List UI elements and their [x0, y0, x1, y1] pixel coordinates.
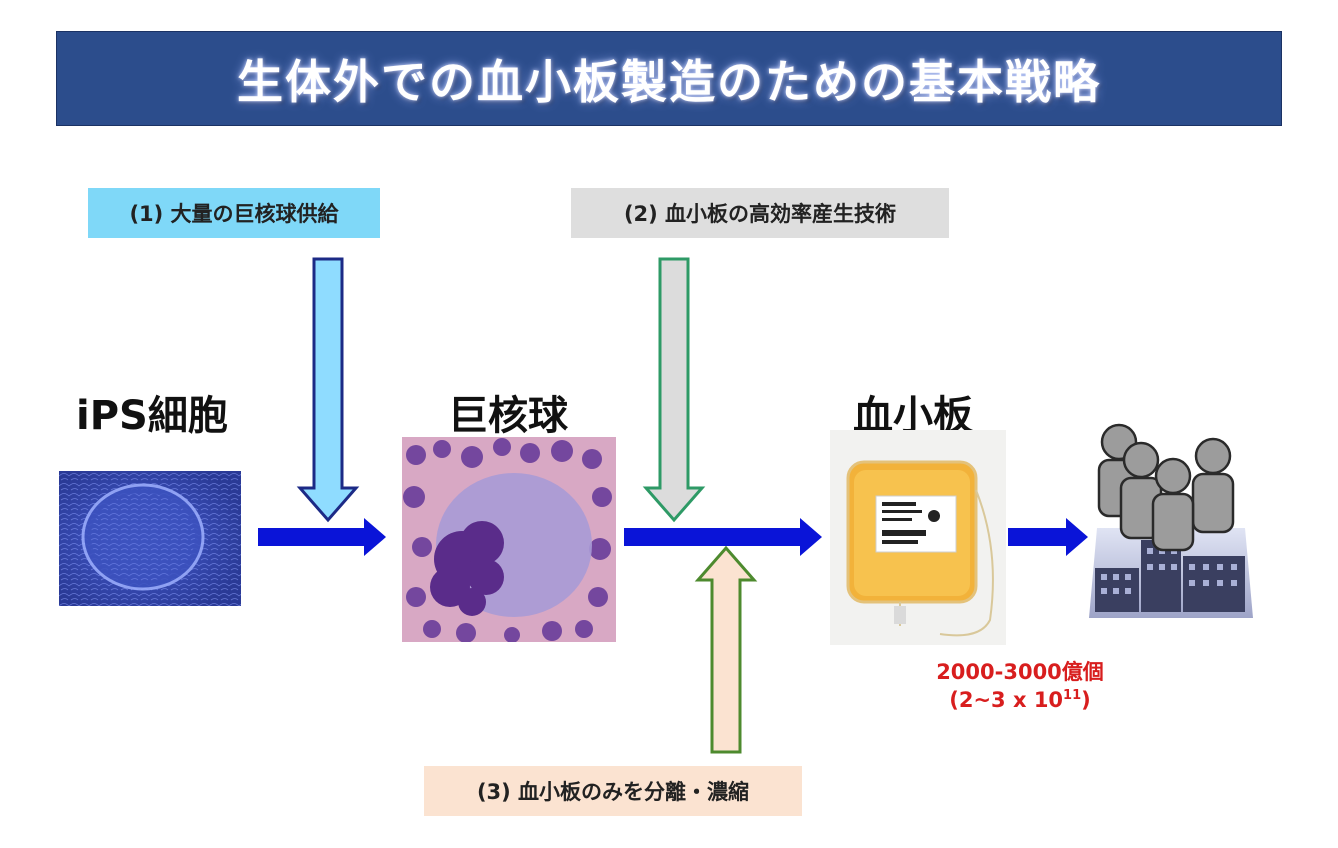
page-title: 生体外での血小板製造のための基本戦略: [237, 54, 1101, 109]
step1-label: (1) 大量の巨核球供給: [88, 188, 380, 238]
flow-arrow-ips-to-mk: [258, 518, 386, 556]
step2-down-arrow: [642, 257, 706, 523]
megakaryocyte-label: 巨核球: [448, 393, 568, 439]
step1-down-arrow: [296, 257, 360, 523]
count-exponent: 11: [1063, 688, 1082, 703]
megakaryocyte-image: [402, 437, 616, 642]
step2-label: (2) 血小板の高効率産生技術: [571, 188, 949, 238]
count-suffix: ): [1081, 688, 1091, 712]
count-prefix: (2~3 x 10: [949, 688, 1064, 712]
patients-hospital-icon: [1085, 418, 1255, 623]
step3-up-arrow: [694, 545, 758, 754]
platelet-bag-image: [830, 430, 1006, 645]
platelet-count: 2000-3000億個: [936, 660, 1104, 684]
step3-label: (3) 血小板のみを分離・濃縮: [424, 766, 802, 816]
title-banner: 生体外での血小板製造のための基本戦略: [56, 31, 1282, 126]
platelet-count-scientific: (2~3 x 1011): [910, 688, 1130, 712]
flow-arrow-platelet-to-patient: [1008, 518, 1088, 556]
ips-cell-label: iPS細胞: [76, 393, 228, 439]
ips-cell-image: [59, 471, 241, 606]
flow-arrow-mk-to-platelet: [624, 518, 822, 556]
